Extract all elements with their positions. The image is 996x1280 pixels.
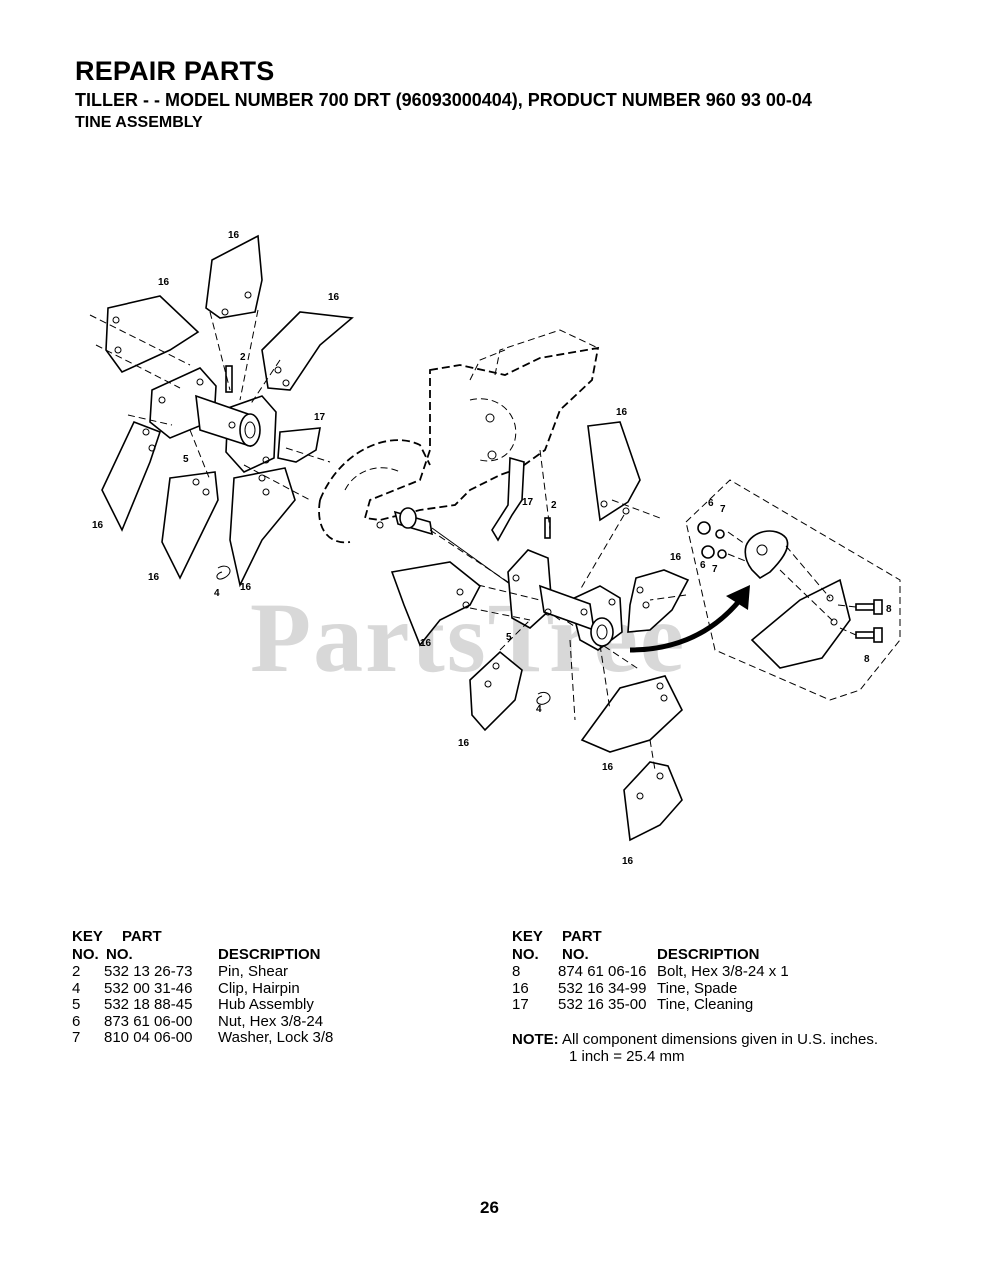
model-subtitle: TILLER - - MODEL NUMBER 700 DRT (9609300… bbox=[75, 90, 812, 110]
callout-6: 6 bbox=[708, 498, 714, 509]
dimension-note: NOTE: All component dimensions given in … bbox=[512, 1031, 879, 1065]
callout-5: 5 bbox=[506, 632, 512, 643]
tine-spade bbox=[205, 234, 263, 319]
tine-spade bbox=[587, 421, 641, 522]
tine-spade bbox=[161, 471, 219, 580]
tine-bracket bbox=[744, 530, 789, 580]
tine-spade bbox=[750, 578, 851, 669]
callout-5: 5 bbox=[183, 454, 189, 465]
tine-cleaning bbox=[277, 427, 321, 463]
hex-nut bbox=[701, 545, 715, 559]
tine-spade bbox=[101, 420, 162, 532]
tine-cleaning bbox=[491, 456, 525, 542]
callout-4: 4 bbox=[214, 588, 220, 599]
hub-bore bbox=[239, 413, 261, 447]
tine-spade bbox=[261, 311, 354, 391]
callout-16: 16 bbox=[420, 638, 432, 649]
callout-7: 7 bbox=[712, 564, 718, 575]
callout-6: 6 bbox=[700, 560, 706, 571]
detail-box bbox=[685, 479, 901, 701]
callout-16: 16 bbox=[228, 230, 240, 241]
callout-16: 16 bbox=[158, 277, 170, 288]
callout-7: 7 bbox=[720, 504, 726, 515]
callout-17: 17 bbox=[314, 412, 326, 423]
callout-16: 16 bbox=[148, 572, 160, 583]
callout-16: 16 bbox=[240, 582, 252, 593]
tine-spade bbox=[627, 569, 690, 633]
note-label: NOTE: bbox=[512, 1031, 559, 1048]
callout-16: 16 bbox=[670, 552, 682, 563]
callout-2: 2 bbox=[551, 500, 557, 511]
section-title: TINE ASSEMBLY bbox=[75, 114, 203, 131]
page-number: 26 bbox=[480, 1198, 499, 1217]
hex-nut bbox=[697, 521, 711, 535]
callout-16: 16 bbox=[92, 520, 104, 531]
page-title: REPAIR PARTS bbox=[75, 56, 275, 86]
hex-bolt bbox=[855, 599, 883, 615]
tine-spade bbox=[623, 761, 683, 842]
tine-spade bbox=[580, 675, 683, 753]
hub-bore bbox=[590, 617, 614, 647]
callout-16: 16 bbox=[328, 292, 340, 303]
hairpin-clip bbox=[536, 691, 551, 705]
callout-labels: 16 16 16 2 17 5 16 16 16 4 16 17 2 6 7 6… bbox=[92, 230, 892, 867]
callout-16: 16 bbox=[458, 738, 470, 749]
tine-spade bbox=[105, 295, 200, 374]
shear-pin bbox=[225, 365, 233, 393]
tine-spade bbox=[469, 650, 523, 732]
callout-2: 2 bbox=[240, 352, 246, 363]
lock-washer bbox=[715, 529, 725, 539]
hairpin-clip bbox=[216, 565, 231, 580]
callout-16: 16 bbox=[616, 407, 628, 418]
lock-washer bbox=[717, 549, 727, 559]
callout-8: 8 bbox=[864, 654, 870, 665]
right-tine-set bbox=[390, 421, 901, 842]
tine-spade bbox=[390, 561, 482, 647]
direction-arrow bbox=[629, 598, 742, 653]
note-text: All component dimensions given in U.S. i… bbox=[562, 1031, 879, 1048]
hex-bolt bbox=[855, 627, 883, 643]
tine-spade bbox=[229, 467, 296, 588]
tine-assembly-diagram: 16 16 16 2 17 5 16 16 16 4 16 17 2 6 7 6… bbox=[89, 230, 901, 867]
callout-16: 16 bbox=[622, 856, 634, 867]
note-conversion: 1 inch = 25.4 mm bbox=[569, 1048, 685, 1065]
left-tine-set bbox=[89, 234, 354, 588]
page-header: REPAIR PARTS TILLER - - MODEL NUMBER 700… bbox=[75, 56, 812, 133]
callout-4: 4 bbox=[536, 704, 542, 715]
callout-16: 16 bbox=[602, 762, 614, 773]
callout-17: 17 bbox=[522, 497, 534, 508]
callout-8: 8 bbox=[886, 604, 892, 615]
